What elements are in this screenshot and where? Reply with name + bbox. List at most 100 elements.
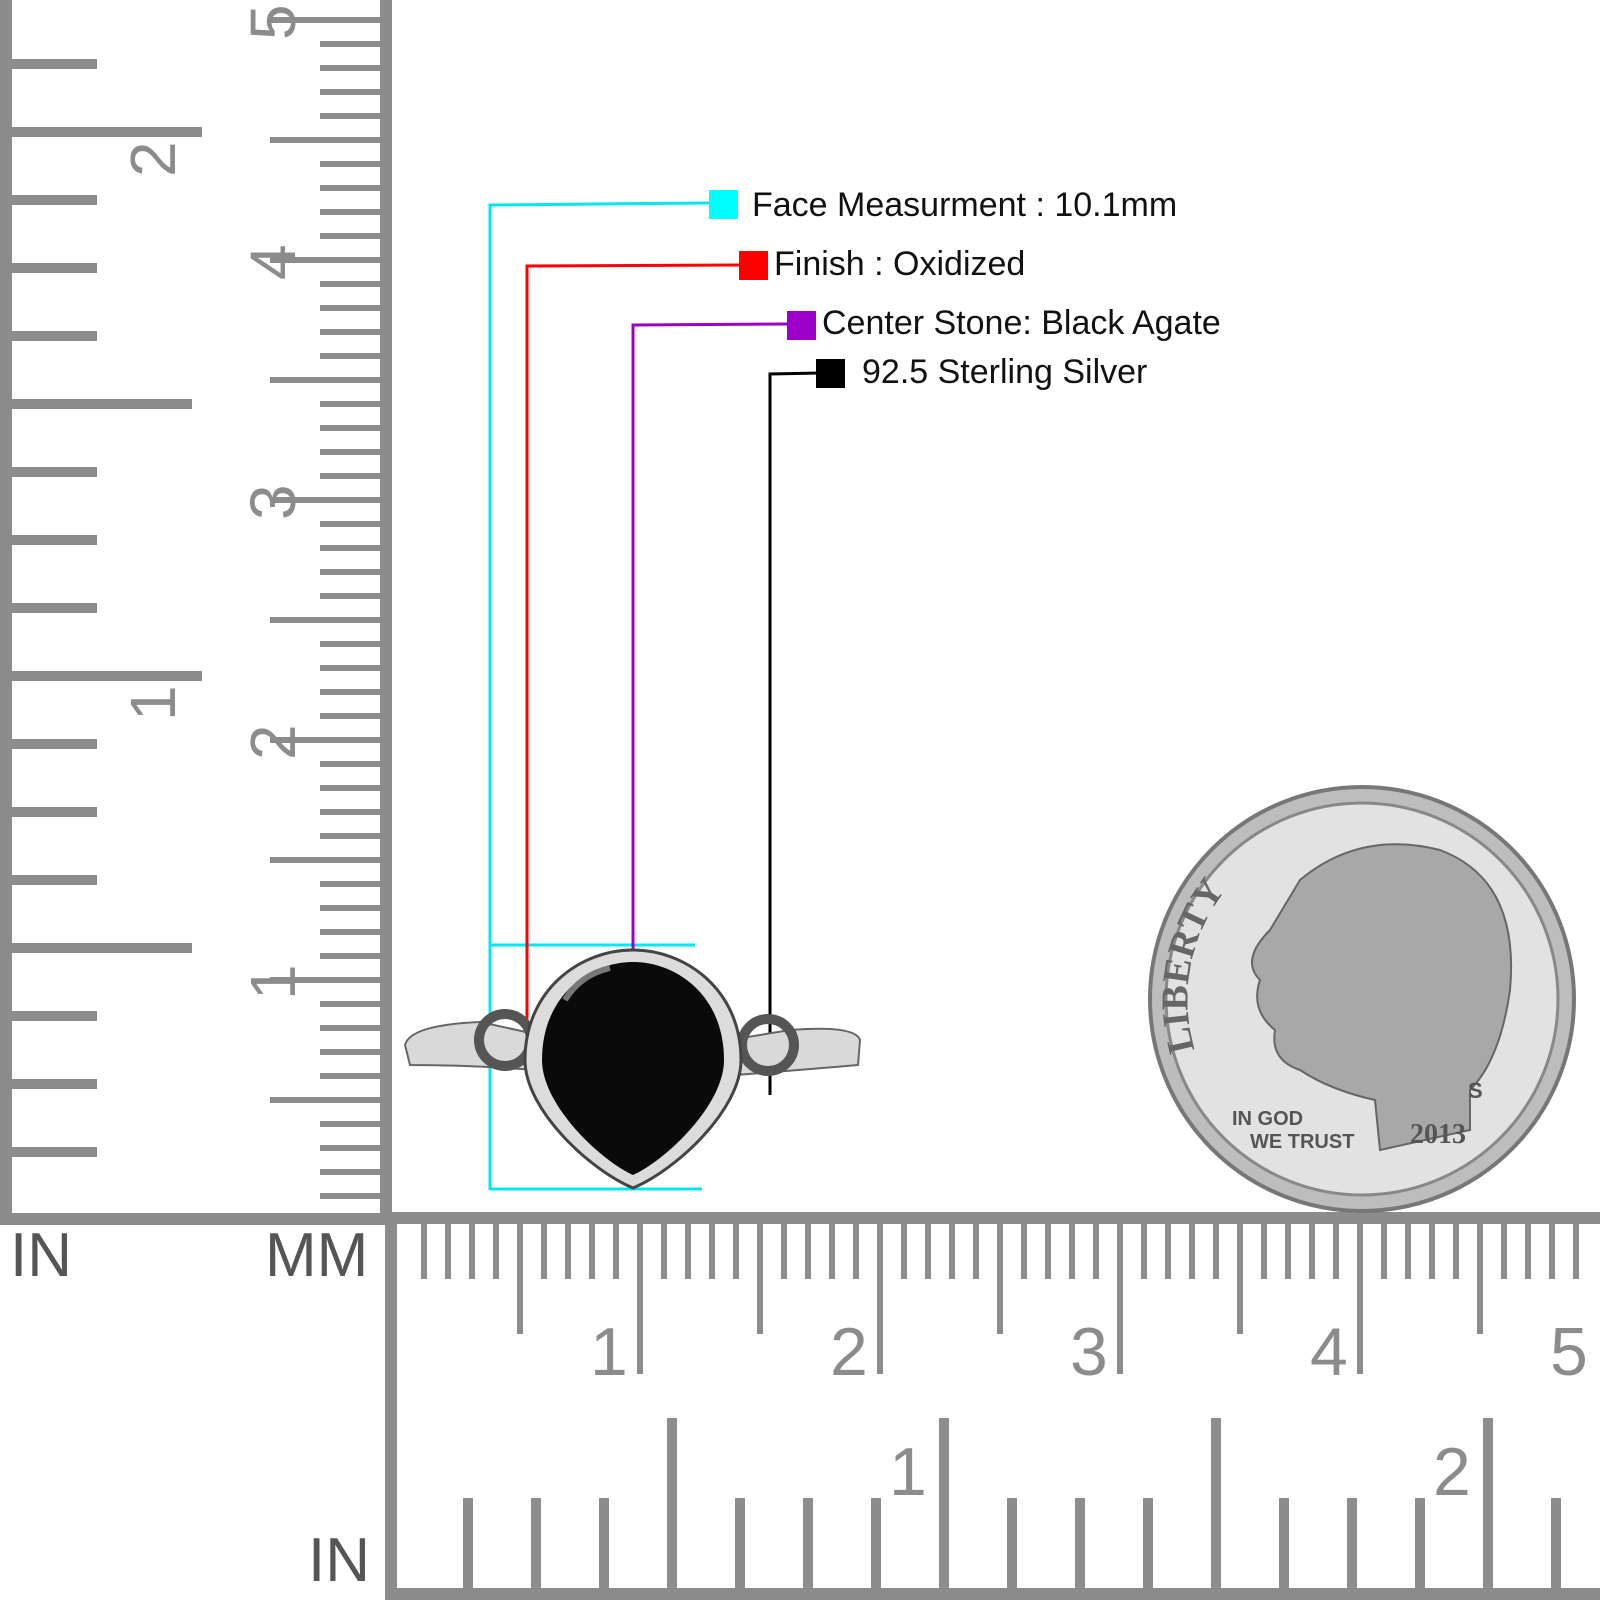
mm-tick [320,1049,380,1055]
inch-tick [12,1079,97,1089]
mm-tick [709,1224,715,1279]
ruler-edge [385,1212,397,1600]
callout-center-stone: Center Stone: Black Agate [822,304,1221,342]
stone-swatch [787,311,816,340]
mm-tick [1141,1224,1147,1279]
mm-tick [421,1224,427,1279]
bottom-inch-label: 1 [889,1434,927,1510]
mm-tick [320,209,380,215]
mm-tick [517,1224,523,1334]
inch-tick [12,127,202,137]
mm-tick [270,617,380,623]
dime-coin: LIBERTY IN GOD WE TRUST 2013 S [1148,785,1576,1213]
inch-tick [12,467,97,477]
mm-tick [320,521,380,527]
mm-tick [589,1224,595,1279]
mm-tick [541,1224,547,1279]
inch-tick [735,1498,745,1588]
mm-tick [1093,1224,1099,1279]
inch-tick [599,1498,609,1588]
vertical-inch-unit-label: IN [10,1221,72,1290]
mm-tick [320,473,380,479]
mm-tick [1381,1224,1387,1279]
mm-tick [270,737,380,743]
mm-tick [320,353,380,359]
inch-tick [12,59,97,69]
vertical-inch-label: 1 [117,685,189,721]
bottom-mm-label: 1 [590,1314,628,1390]
inch-tick [12,603,97,613]
scroll-right [737,1014,799,1076]
mm-tick [320,545,380,551]
bottom-mm-label: 5 [1550,1314,1588,1390]
mm-tick [1021,1224,1027,1279]
vertical-mm-unit-label: MM [265,1221,369,1290]
mm-tick [757,1224,763,1334]
mm-tick [1573,1224,1579,1279]
bottom-mm-label: 2 [830,1314,868,1390]
vertical-mm-label: 1 [237,964,309,1000]
mm-tick [637,1224,643,1374]
vertical-mm-label: 5 [237,4,309,40]
inch-tick [1007,1498,1017,1588]
mm-tick [320,809,380,815]
finish-swatch [739,251,768,280]
inch-tick [803,1498,813,1588]
inch-tick [1211,1418,1221,1588]
coin-portrait [1251,843,1513,1152]
mm-tick [320,425,380,431]
inch-tick [1075,1498,1085,1588]
ruler-edge [380,0,392,1225]
mm-tick [493,1224,499,1279]
mm-tick [320,905,380,911]
inch-tick [939,1418,949,1588]
mm-tick [320,929,380,935]
mm-tick [320,785,380,791]
mm-tick [320,689,380,695]
mm-tick [613,1224,619,1279]
mm-tick [270,977,380,983]
mm-tick [270,857,380,863]
vertical-mm-label: 3 [237,484,309,520]
face-measurement-line [488,201,710,1190]
ruler-edge [0,0,12,1225]
mm-tick [829,1224,835,1279]
mm-tick [320,65,380,71]
stone-line [631,322,791,1055]
mm-tick [320,161,380,167]
inch-tick [12,1147,97,1157]
mm-tick [320,281,380,287]
bottom-inch-unit-label: IN [308,1526,370,1595]
mm-tick [320,1121,380,1127]
bottom-mm-label: 3 [1070,1314,1108,1390]
coin-year: 2013 [1410,1119,1466,1150]
inch-tick [1143,1498,1153,1588]
mm-tick [1165,1224,1171,1279]
coin-mint-mark: S [1468,1078,1483,1103]
mm-tick [320,305,380,311]
stone-highlight [562,965,611,1002]
mm-tick [320,89,380,95]
mm-tick [320,881,380,887]
mm-tick [270,497,380,503]
inch-tick [1415,1498,1425,1588]
mm-tick [1501,1224,1507,1279]
inch-tick [12,943,192,953]
mm-tick [1237,1224,1243,1334]
mm-tick [445,1224,451,1279]
bottom-inch-label: 2 [1433,1434,1471,1510]
mm-tick [1213,1224,1219,1279]
mm-tick [320,569,380,575]
inch-tick [12,535,97,545]
mm-tick [733,1224,739,1279]
mm-tick [1285,1224,1291,1279]
ruler-edge [0,1213,392,1225]
ring-image [403,948,862,1190]
mm-tick [1261,1224,1267,1279]
mm-tick [1525,1224,1531,1279]
mm-tick [320,593,380,599]
mm-tick [270,137,380,143]
inch-tick [12,331,97,341]
callout-face-measurement: Face Measurment : 10.1mm [752,186,1178,224]
